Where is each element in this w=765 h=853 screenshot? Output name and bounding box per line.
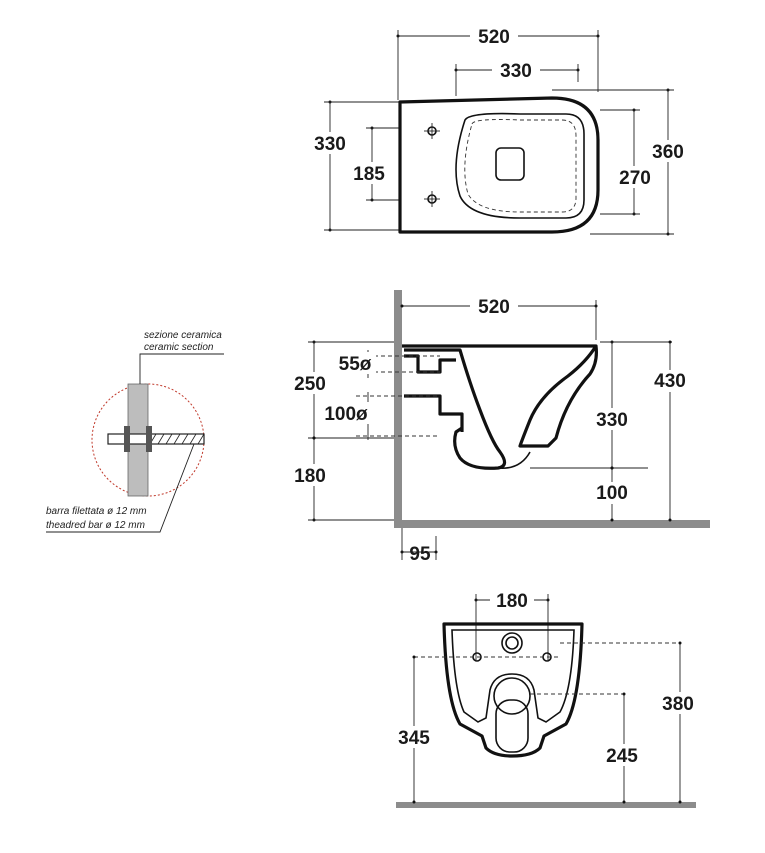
front-fixing-height-label: 345 [398,728,430,749]
floor [394,520,710,528]
side-bowl-height-label: 330 [596,410,628,431]
fixing-hole-icon [424,123,440,139]
top-fixing-spacing-label: 185 [353,164,385,185]
front-view: 180 345 380 245 [392,590,702,808]
side-lower-height-label: 180 [294,466,326,487]
threaded-bar-label-it: barra filettata ø 12 mm [46,506,147,517]
side-outlet-height-label: 100 [596,483,628,504]
outlet-icon [493,677,531,715]
top-view: 520 330 330 185 [308,26,690,236]
top-overall-width-label: 330 [314,134,346,155]
side-wall-offset-label: 95 [409,544,431,565]
top-seat-width-label: 330 [500,61,532,82]
front-total-height-label: 380 [662,694,694,715]
side-view: 520 55ø 100ø 250 180 330 [290,290,710,565]
threaded-bar-label-en: theadred bar ø 12 mm [46,520,145,531]
side-outlet-diameter-label: 100ø [324,404,368,425]
section-detail: sezione ceramica ceramic section barra f… [46,330,224,533]
side-upper-height-label: 250 [294,374,326,395]
front-fixing-spacing-label: 180 [496,591,528,612]
top-length-label: 520 [478,27,510,48]
ceramic-section-label-en: ceramic section [144,342,214,353]
wall [394,290,402,528]
ceramic-section-label-it: sezione ceramica [144,330,222,341]
side-total-height-label: 430 [654,371,686,392]
front-floor [396,802,696,808]
side-inlet-diameter-label: 55ø [339,354,372,375]
threaded-bar [107,433,205,445]
side-length-label: 520 [478,297,510,318]
top-inner-width-label: 270 [619,168,651,189]
front-outlet-height-label: 245 [606,746,638,767]
inlet-icon [501,632,523,654]
fixing-hole-icon [424,191,440,207]
top-max-width-label: 360 [652,142,684,163]
